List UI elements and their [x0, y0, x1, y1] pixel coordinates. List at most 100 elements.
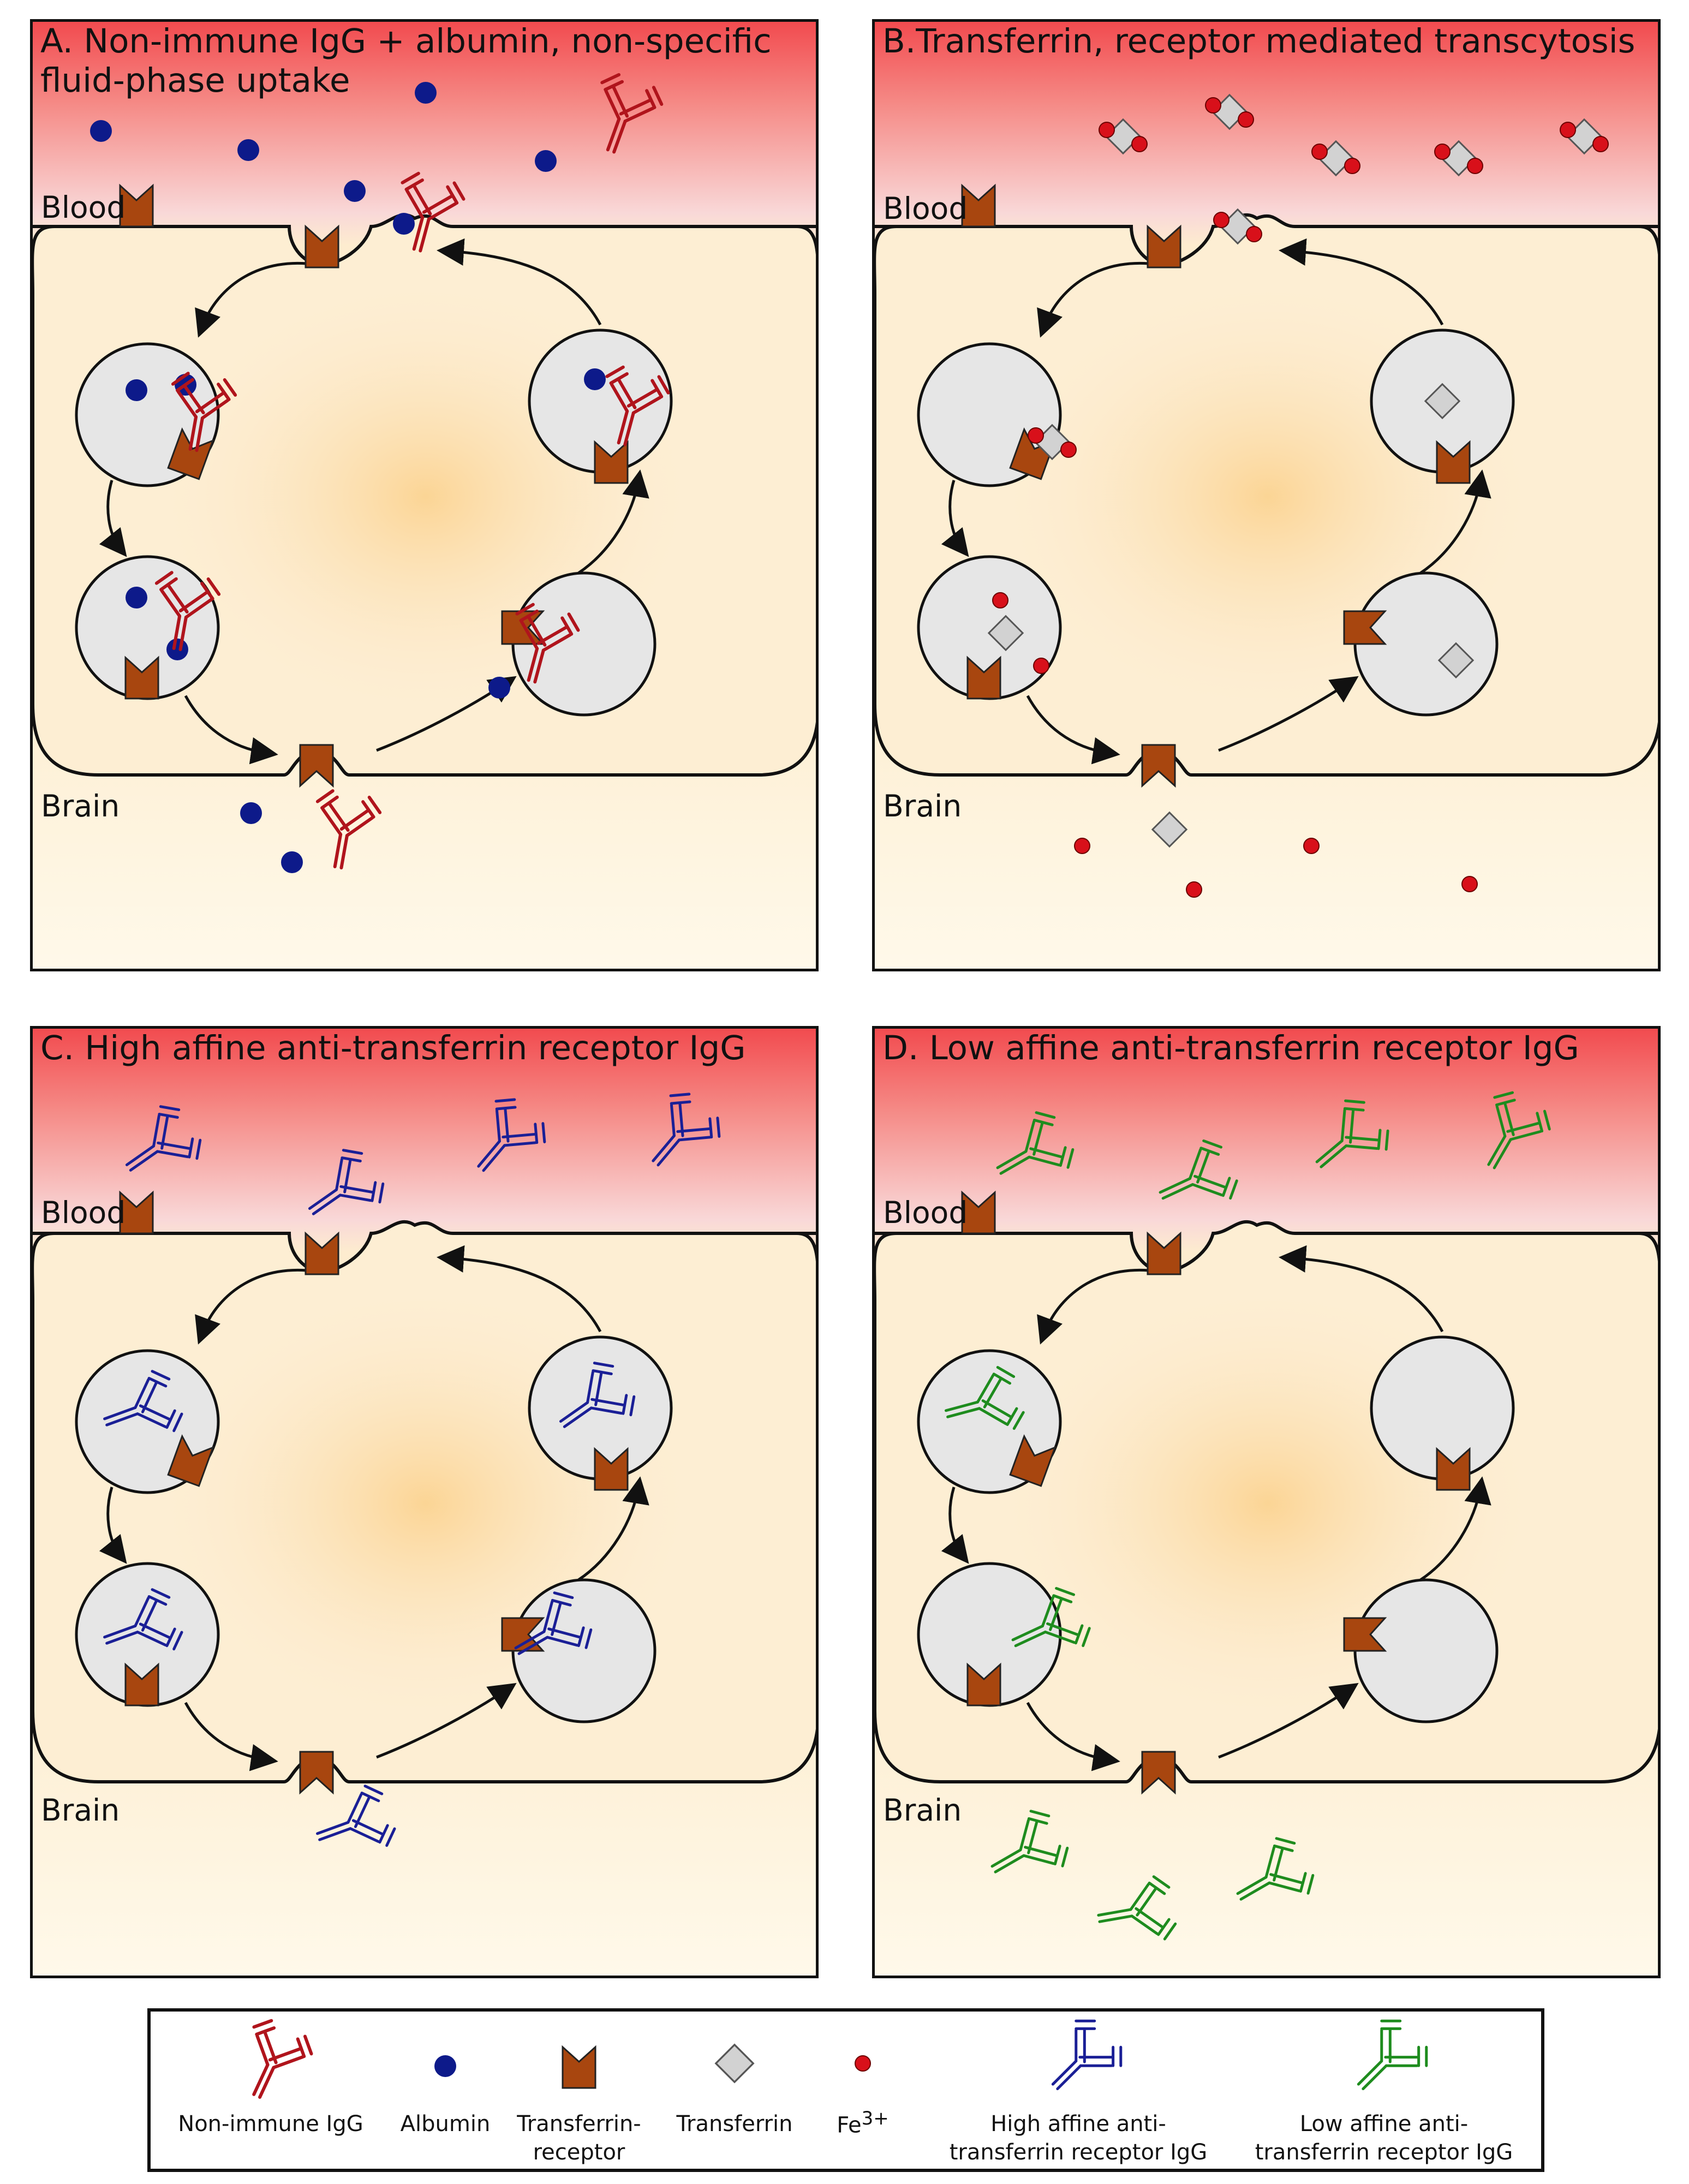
igg-antibody-icon [1051, 2019, 1123, 2091]
igg-antibody-icon [252, 2019, 313, 2099]
transferrin-receptor-icon [1343, 1617, 1387, 1652]
fe-dot [1028, 427, 1044, 444]
igg-antibody-icon [1487, 1091, 1551, 1169]
albumin-dot [344, 180, 366, 202]
fe-dot [992, 592, 1008, 608]
transferrin-receptor-icon [124, 1662, 159, 1706]
fe-dot [1131, 136, 1148, 152]
cycle-arrow [1218, 676, 1359, 752]
transferrin-receptor-icon [1147, 1231, 1181, 1275]
transferrin-receptor-icon [305, 224, 339, 268]
igg-antibody-icon [652, 1093, 721, 1167]
igg-antibody-icon [103, 1588, 183, 1651]
transferrin-receptor-icon [1009, 1434, 1057, 1487]
panel-b: B.Transferrin, receptor mediated transcy… [872, 19, 1661, 971]
panel-d: D. Low affine anti-transferrin receptor … [872, 1026, 1661, 1978]
albumin-dot [393, 213, 415, 235]
panel-a-scene [33, 73, 816, 873]
cycle-arrow [99, 1487, 127, 1564]
igg-antibody-icon [1159, 1139, 1238, 1200]
transferrin-icon [1424, 383, 1461, 420]
fe-dot [1461, 876, 1478, 892]
cycle-arrow [1026, 1702, 1120, 1771]
igg-antibody-icon [103, 1370, 183, 1433]
albumin-dot [535, 150, 557, 172]
igg-antibody-icon [944, 1366, 1025, 1430]
fe-dot [1560, 122, 1576, 138]
legend-fe-sup: 3+ [861, 2108, 889, 2129]
transferrin-receptor-icon [119, 183, 154, 228]
albumin-dot [126, 379, 147, 401]
igg-antibody-icon [477, 1098, 546, 1172]
transferrin-icon [714, 2043, 755, 2084]
panel-b-title: B.Transferrin, receptor mediated transcy… [882, 22, 1636, 61]
albumin-dot [90, 120, 112, 142]
igg-antibody-icon [171, 372, 237, 452]
panel-d-scene [875, 1091, 1658, 1941]
igg-antibody-icon [514, 1591, 593, 1655]
panel-b-brain-label: Brain [883, 789, 962, 824]
igg-antibody-icon [154, 571, 221, 652]
igg-antibody-icon [515, 602, 580, 684]
fe-dot [1060, 441, 1077, 458]
transferrin-receptor-icon [1436, 1447, 1471, 1491]
transferrin-receptor-icon [1147, 224, 1181, 268]
panel-a-blood-label: Blood [41, 190, 126, 225]
transferrin-receptor-icon [961, 183, 996, 228]
fe-dot [1311, 144, 1328, 160]
fe-dot [1238, 111, 1254, 128]
cycle-arrow [376, 1682, 517, 1759]
legend: Non-immune IgG Albumin Transferrin- rece… [147, 2008, 1544, 2172]
cycle-arrow [1037, 1268, 1159, 1345]
panel-a-title: A. Non-immune IgG + albumin, non-specifi… [40, 22, 783, 100]
igg-antibody-icon [316, 1785, 396, 1847]
panel-a-brain-label: Brain [41, 789, 120, 824]
fe-dot [855, 2055, 871, 2072]
panel-c-scene [33, 1093, 816, 1847]
transferrin-receptor-icon [966, 655, 1001, 700]
igg-antibody-icon [125, 1105, 202, 1172]
legend-transferrin-label: Transferrin [676, 2111, 793, 2137]
legend-tf-receptor-label: Transferrin- receptor [517, 2111, 641, 2165]
transferrin-receptor-icon [961, 1190, 996, 1234]
cycle-arrow [1037, 261, 1159, 338]
igg-antibody-icon [1236, 1837, 1315, 1901]
transferrin-receptor-icon [594, 1447, 629, 1491]
cycle-arrow [1218, 1682, 1359, 1759]
igg-antibody-icon [990, 1810, 1069, 1873]
fe-dot [1213, 212, 1230, 228]
igg-antibody-icon [315, 789, 382, 870]
legend-fe-text: Fe [837, 2113, 862, 2138]
albumin-dot [434, 2055, 456, 2077]
transferrin-receptor-icon [299, 1751, 334, 1795]
albumin-dot [126, 587, 147, 608]
albumin-dot [415, 82, 437, 104]
transferrin-icon [1151, 811, 1188, 848]
panel-c-brain-label: Brain [41, 1793, 120, 1828]
igg-antibody-icon [1315, 1099, 1389, 1168]
transferrin-receptor-icon [305, 1231, 339, 1275]
cycle-arrow [1419, 469, 1491, 575]
transferrin-receptor-icon [562, 2045, 596, 2089]
cycle-arrow [1279, 1245, 1444, 1333]
cycle-arrow [941, 1487, 969, 1564]
legend-icons [252, 2019, 1428, 2099]
panel-d-title: D. Low affine anti-transferrin receptor … [882, 1029, 1579, 1067]
fe-dot [1074, 838, 1090, 854]
fe-dot [1246, 226, 1262, 242]
cycle-arrow [437, 1245, 602, 1333]
cycle-arrow [437, 238, 602, 326]
cycle-arrow [195, 1268, 317, 1345]
legend-albumin-label: Albumin [400, 2111, 491, 2137]
fe-dot [1592, 136, 1609, 152]
transferrin-receptor-icon [124, 655, 159, 700]
transferrin-receptor-icon [1343, 610, 1387, 645]
panel-c-blood-label: Blood [41, 1195, 126, 1230]
cycle-arrow [1419, 1476, 1491, 1582]
cycle-arrow [577, 469, 649, 575]
panel-d-blood-label: Blood [883, 1195, 968, 1230]
igg-antibody-icon [401, 171, 465, 253]
fe-dot [1434, 144, 1451, 160]
transferrin-receptor-icon [594, 440, 629, 484]
fe-dot [1344, 158, 1360, 174]
